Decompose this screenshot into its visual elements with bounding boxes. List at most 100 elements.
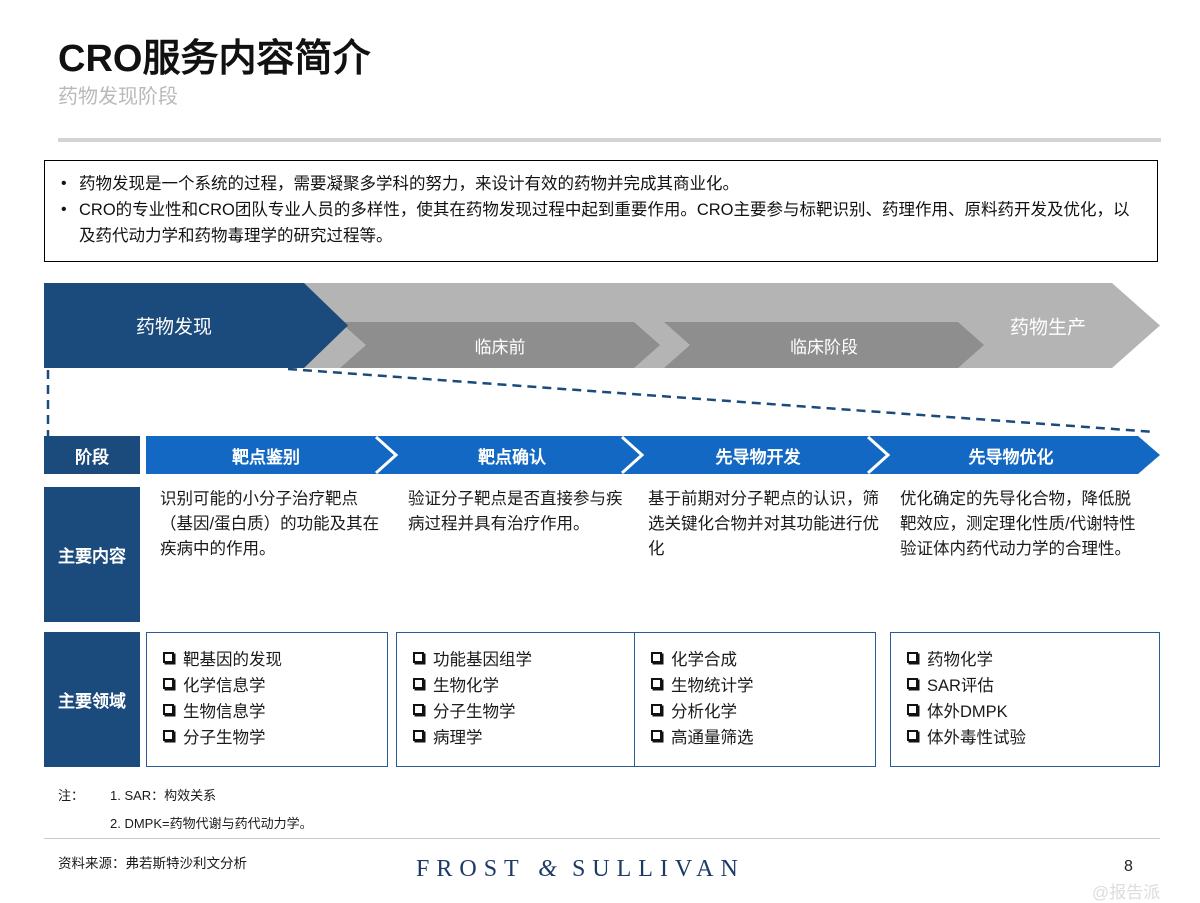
pipeline-stage-label-discovery: 药物发现 <box>136 317 213 338</box>
checkbox-icon[interactable] <box>651 704 662 716</box>
domain-box-1: 靶基因的发现 化学信息学 生物信息学 分子生物学 <box>146 632 388 767</box>
stage-chevron-divider-2 <box>620 436 646 474</box>
domain-list-item: 分子生物学 <box>413 699 627 725</box>
checkbox-icon[interactable] <box>413 678 424 690</box>
checkbox-icon[interactable] <box>651 730 662 742</box>
domain-list-item: 体外毒性试验 <box>907 725 1149 751</box>
note-item-2: 2. DMPK=药物代谢与药代动力学。 <box>110 816 313 831</box>
bullet-marker-icon: • <box>61 175 67 192</box>
checkbox-icon[interactable] <box>163 652 174 663</box>
row-label-domain: 主要领域 <box>44 632 140 767</box>
domain-box-2: 功能基因组学 生物化学 分子生物学 病理学 <box>396 632 638 767</box>
checkbox-icon[interactable] <box>907 652 918 663</box>
bullet-text: 药物发现是一个系统的过程，需要凝聚多学科的努力，来设计有效的药物并完成其商业化。 <box>79 175 739 193</box>
domain-list-item: 药物化学 <box>907 647 1149 673</box>
stage-header-band: 靶点鉴别 靶点确认 先导物开发 先导物优化 <box>146 436 1160 474</box>
checkbox-icon[interactable] <box>907 678 918 690</box>
logo-word-sullivan: SULLIVAN <box>571 856 745 882</box>
notes-label: 注： <box>58 788 85 803</box>
domain-box-4: 药物化学 SAR评估 体外DMPK 体外毒性试验 <box>890 632 1160 767</box>
checkbox-icon[interactable] <box>163 730 174 742</box>
domain-item-label: 体外毒性试验 <box>927 729 1026 748</box>
intro-bullet-box: • 药物发现是一个系统的过程，需要凝聚多学科的努力，来设计有效的药物并完成其商业… <box>44 160 1158 263</box>
frost-sullivan-logo: FROST & SULLIVAN <box>416 856 745 883</box>
pipeline-stage-label-preclinical: 临床前 <box>474 337 526 357</box>
domain-item-label: 分子生物学 <box>183 729 266 748</box>
pipeline-middle-stages: 临床前 临床阶段 <box>340 322 1160 368</box>
checkbox-icon[interactable] <box>651 652 662 663</box>
header-divider <box>58 138 1161 142</box>
domain-list-item: 生物统计学 <box>651 673 865 699</box>
content-cell-4: 优化确定的先导化合物，降低脱靶效应，测定理化性质/代谢特性验证体内药代动力学的合… <box>900 490 1136 559</box>
checkbox-icon[interactable] <box>163 678 174 690</box>
content-cell-2: 验证分子靶点是否直接参与疾病过程并具有治疗作用。 <box>408 490 623 534</box>
watermark-text: @报告派 <box>1092 883 1161 902</box>
checkbox-icon[interactable] <box>907 730 918 742</box>
bullet-marker-icon: • <box>61 201 67 219</box>
logo-ampersand: & <box>538 856 559 882</box>
domain-item-label: 靶基因的发现 <box>183 651 282 669</box>
note-item-1: 1. SAR：构效关系 <box>110 788 217 803</box>
checkbox-icon[interactable] <box>413 652 424 663</box>
domain-list-item: 分子生物学 <box>163 725 377 751</box>
pipeline-stage-clinical: 临床阶段 <box>664 322 984 368</box>
domain-item-label: 生物信息学 <box>183 703 266 722</box>
pipeline-stage-label-clinical: 临床阶段 <box>790 337 858 357</box>
domain-list-item: 生物信息学 <box>163 699 377 725</box>
domain-list-item: SAR评估 <box>907 673 1149 699</box>
domain-list-item: 功能基因组学 <box>413 647 627 673</box>
domain-list-item: 化学信息学 <box>163 673 377 699</box>
domain-item-label: SAR评估 <box>927 677 994 696</box>
footer-divider <box>44 838 1160 839</box>
bullet-item: • CRO的专业性和CRO团队专业人员的多样性，使其在药物发现过程中起到重要作用… <box>61 197 1141 249</box>
stage-chevron-divider-1 <box>374 436 400 474</box>
page-number: 8 <box>1124 858 1133 875</box>
domain-item-label: 高通量筛选 <box>671 729 754 748</box>
domain-list-item: 靶基因的发现 <box>163 647 377 673</box>
checkbox-icon[interactable] <box>413 730 424 742</box>
source-text: 资料来源：弗若斯特沙利文分析 <box>58 856 247 871</box>
content-cell-1: 识别可能的小分子治疗靶点（基因/蛋白质）的功能及其在疾病中的作用。 <box>160 490 380 559</box>
stage-band-background <box>146 436 1160 474</box>
domain-list-item: 病理学 <box>413 725 627 751</box>
content-cell-3: 基于前期对分子靶点的认识，筛选关键化合物并对其功能进行优化 <box>648 490 879 559</box>
slide-header: CRO服务内容简介 药物发现阶段 <box>58 38 1158 109</box>
page-subtitle: 药物发现阶段 <box>58 85 178 108</box>
bullet-text: CRO的专业性和CRO团队专业人员的多样性，使其在药物发现过程中起到重要作用。C… <box>79 201 1130 246</box>
domain-list-item: 分析化学 <box>651 699 865 725</box>
stage-header-3[interactable]: 先导物开发 <box>715 447 801 467</box>
domain-list-item: 化学合成 <box>651 647 865 673</box>
checkbox-icon[interactable] <box>413 704 424 716</box>
domain-list-item: 体外DMPK <box>907 699 1149 725</box>
domain-item-label: 生物化学 <box>433 677 499 696</box>
row-label-stage: 阶段 <box>44 436 140 474</box>
domain-item-label: 分析化学 <box>671 703 737 722</box>
stage-header-4[interactable]: 先导物优化 <box>968 447 1054 467</box>
domain-item-label: 体外DMPK <box>927 703 1008 722</box>
bullet-item: • 药物发现是一个系统的过程，需要凝聚多学科的努力，来设计有效的药物并完成其商业… <box>61 171 1141 197</box>
domain-item-label: 病理学 <box>433 729 483 748</box>
checkbox-icon[interactable] <box>907 704 918 716</box>
domain-box-3: 化学合成 生物统计学 分析化学 高通量筛选 <box>634 632 876 767</box>
domain-item-label: 分子生物学 <box>433 703 516 722</box>
page-title: CRO服务内容简介 <box>58 38 371 80</box>
domain-item-label: 功能基因组学 <box>433 651 532 669</box>
stage-chevron-divider-3 <box>866 436 892 474</box>
checkbox-icon[interactable] <box>651 678 662 690</box>
pipeline-stage-label-production: 药物生产 <box>1009 317 1086 338</box>
connector-right-dashed-line <box>287 367 1156 434</box>
domain-list-item: 生物化学 <box>413 673 627 699</box>
logo-word-frost: FROST <box>416 856 526 882</box>
domain-item-label: 药物化学 <box>927 651 993 669</box>
row-label-content: 主要内容 <box>44 487 140 622</box>
domain-item-label: 化学合成 <box>671 651 737 669</box>
checkbox-icon[interactable] <box>163 704 174 716</box>
domain-item-label: 化学信息学 <box>183 677 266 696</box>
domain-item-label: 生物统计学 <box>671 677 754 696</box>
stage-header-2[interactable]: 靶点确认 <box>478 447 546 467</box>
pipeline-stage-preclinical: 临床前 <box>340 322 660 368</box>
domain-list-item: 高通量筛选 <box>651 725 865 751</box>
stage-header-1[interactable]: 靶点鉴别 <box>232 447 300 467</box>
pipeline-stage-discovery-active: 药物发现 <box>44 283 348 368</box>
